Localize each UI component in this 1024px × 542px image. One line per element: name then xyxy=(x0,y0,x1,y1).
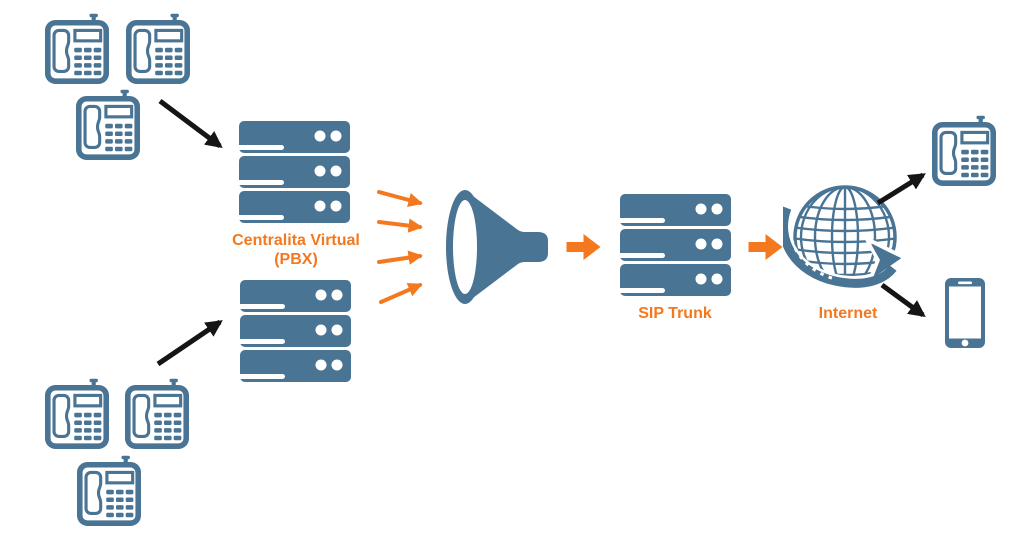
arrow-sip-to-internet-icon xyxy=(748,234,783,260)
internet-label: Internet xyxy=(818,305,878,322)
arrow-internet-to-mobile-icon xyxy=(874,278,934,324)
arrow-phones-to-pbx-icon xyxy=(152,93,238,159)
desk-phone-icon xyxy=(76,89,140,160)
desk-phone-icon xyxy=(45,13,109,84)
smartphone-icon xyxy=(944,277,986,349)
desk-phone-icon xyxy=(77,455,141,526)
server-stack-icon xyxy=(236,121,350,223)
pbx-label-line2: (PBX) xyxy=(274,251,318,268)
sip-trunk-label: SIP Trunk xyxy=(638,305,712,322)
server-stack-icon xyxy=(617,194,731,296)
desk-phone-icon xyxy=(45,378,109,449)
desk-phone-icon xyxy=(932,115,996,186)
arrow-phones2-to-pbx-icon xyxy=(150,310,236,372)
pbx-label-line1: Centralita Virtual xyxy=(232,232,360,249)
funnel-icon xyxy=(444,188,556,306)
desk-phone-icon xyxy=(126,13,190,84)
pbx-label: Centralita Virtual (PBX) xyxy=(196,231,396,269)
converge-arrows-icon xyxy=(374,184,434,310)
arrow-funnel-to-sip-icon xyxy=(566,234,601,260)
arrow-internet-to-phone-icon xyxy=(870,164,934,210)
desk-phone-icon xyxy=(125,378,189,449)
server-stack-icon xyxy=(237,280,351,382)
